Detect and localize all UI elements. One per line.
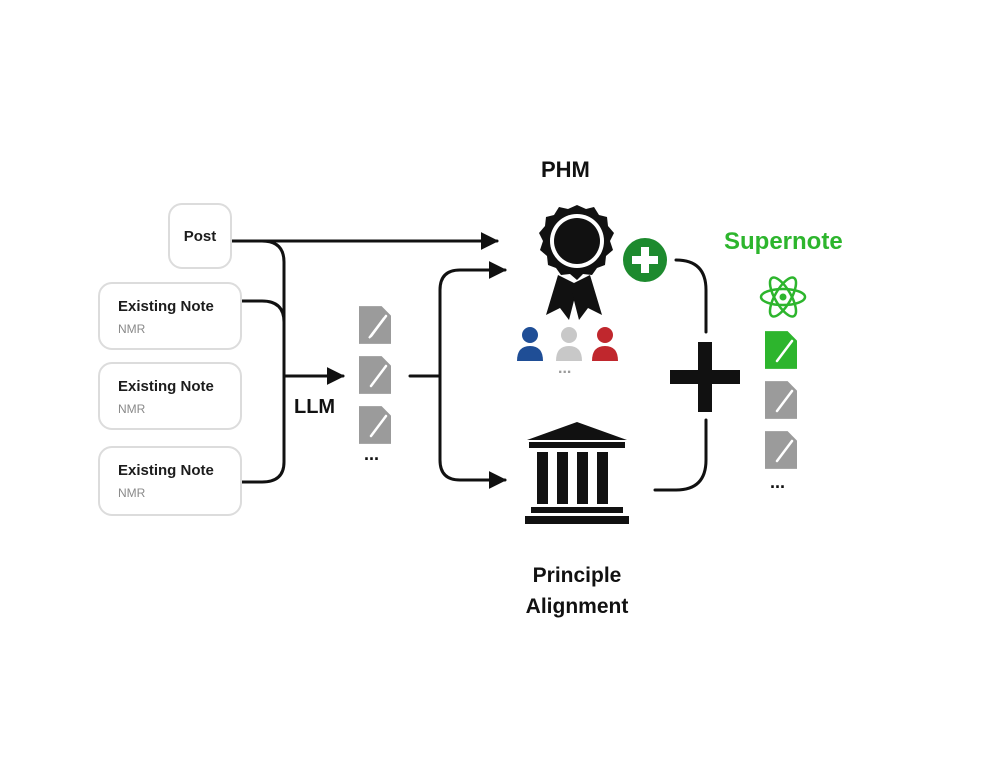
principle-label-line2: Alignment: [525, 595, 629, 618]
supernote-doc-3-icon: [765, 431, 797, 469]
llm-doc-1-icon: [359, 306, 391, 344]
supernote-label: Supernote: [724, 228, 843, 255]
llm-doc-3-icon: [359, 406, 391, 444]
principle-alignment-label: Principle Alignment: [512, 560, 642, 622]
rater-red-icon: [592, 327, 618, 361]
rater-blue-icon: [517, 327, 543, 361]
llm-label: LLM: [294, 396, 336, 418]
llm-doc-2-icon: [359, 356, 391, 394]
existing-note-title: Existing Note: [118, 378, 214, 395]
fork-connectors: [408, 261, 507, 489]
existing-note-title: Existing Note: [118, 298, 214, 315]
fork-to-principle-arrow: [438, 374, 507, 489]
supernote-ellipsis: ...: [770, 472, 786, 492]
llm-ellipsis: ...: [364, 444, 380, 464]
institution-building-icon: [525, 422, 629, 524]
supernote-doc-selected-icon: [765, 331, 797, 369]
combine-bracket: [653, 258, 708, 492]
principle-label-line1: Principle: [532, 564, 622, 587]
bracket-bottom: [653, 418, 708, 492]
atom-icon: [759, 276, 807, 318]
rater-ellipsis: ...: [558, 360, 572, 377]
post-label: Post: [183, 228, 217, 245]
note-status: NMR: [118, 322, 146, 336]
rater-gray-icon: [556, 327, 582, 361]
bracket-top: [674, 258, 708, 334]
award-ribbon-icon: [539, 205, 614, 320]
existing-note-title: Existing Note: [118, 462, 214, 479]
post-branch-line: [240, 239, 286, 484]
supernote-doc-2-icon: [765, 381, 797, 419]
existing-note-box-1: Existing Note NMR: [98, 282, 242, 350]
existing-note-box-2: Existing Note NMR: [98, 362, 242, 430]
input-connectors: [230, 232, 499, 484]
note-status: NMR: [118, 402, 146, 416]
post-box: Post: [168, 203, 232, 269]
fork-to-phm-arrow: [438, 261, 507, 378]
note-status: NMR: [118, 486, 146, 500]
note1-branch-line: [240, 299, 286, 324]
phm-label: PHM: [541, 157, 590, 182]
add-green-icon: [623, 238, 667, 282]
existing-note-box-3: Existing Note NMR: [98, 446, 242, 516]
combine-plus-icon: [670, 342, 740, 412]
